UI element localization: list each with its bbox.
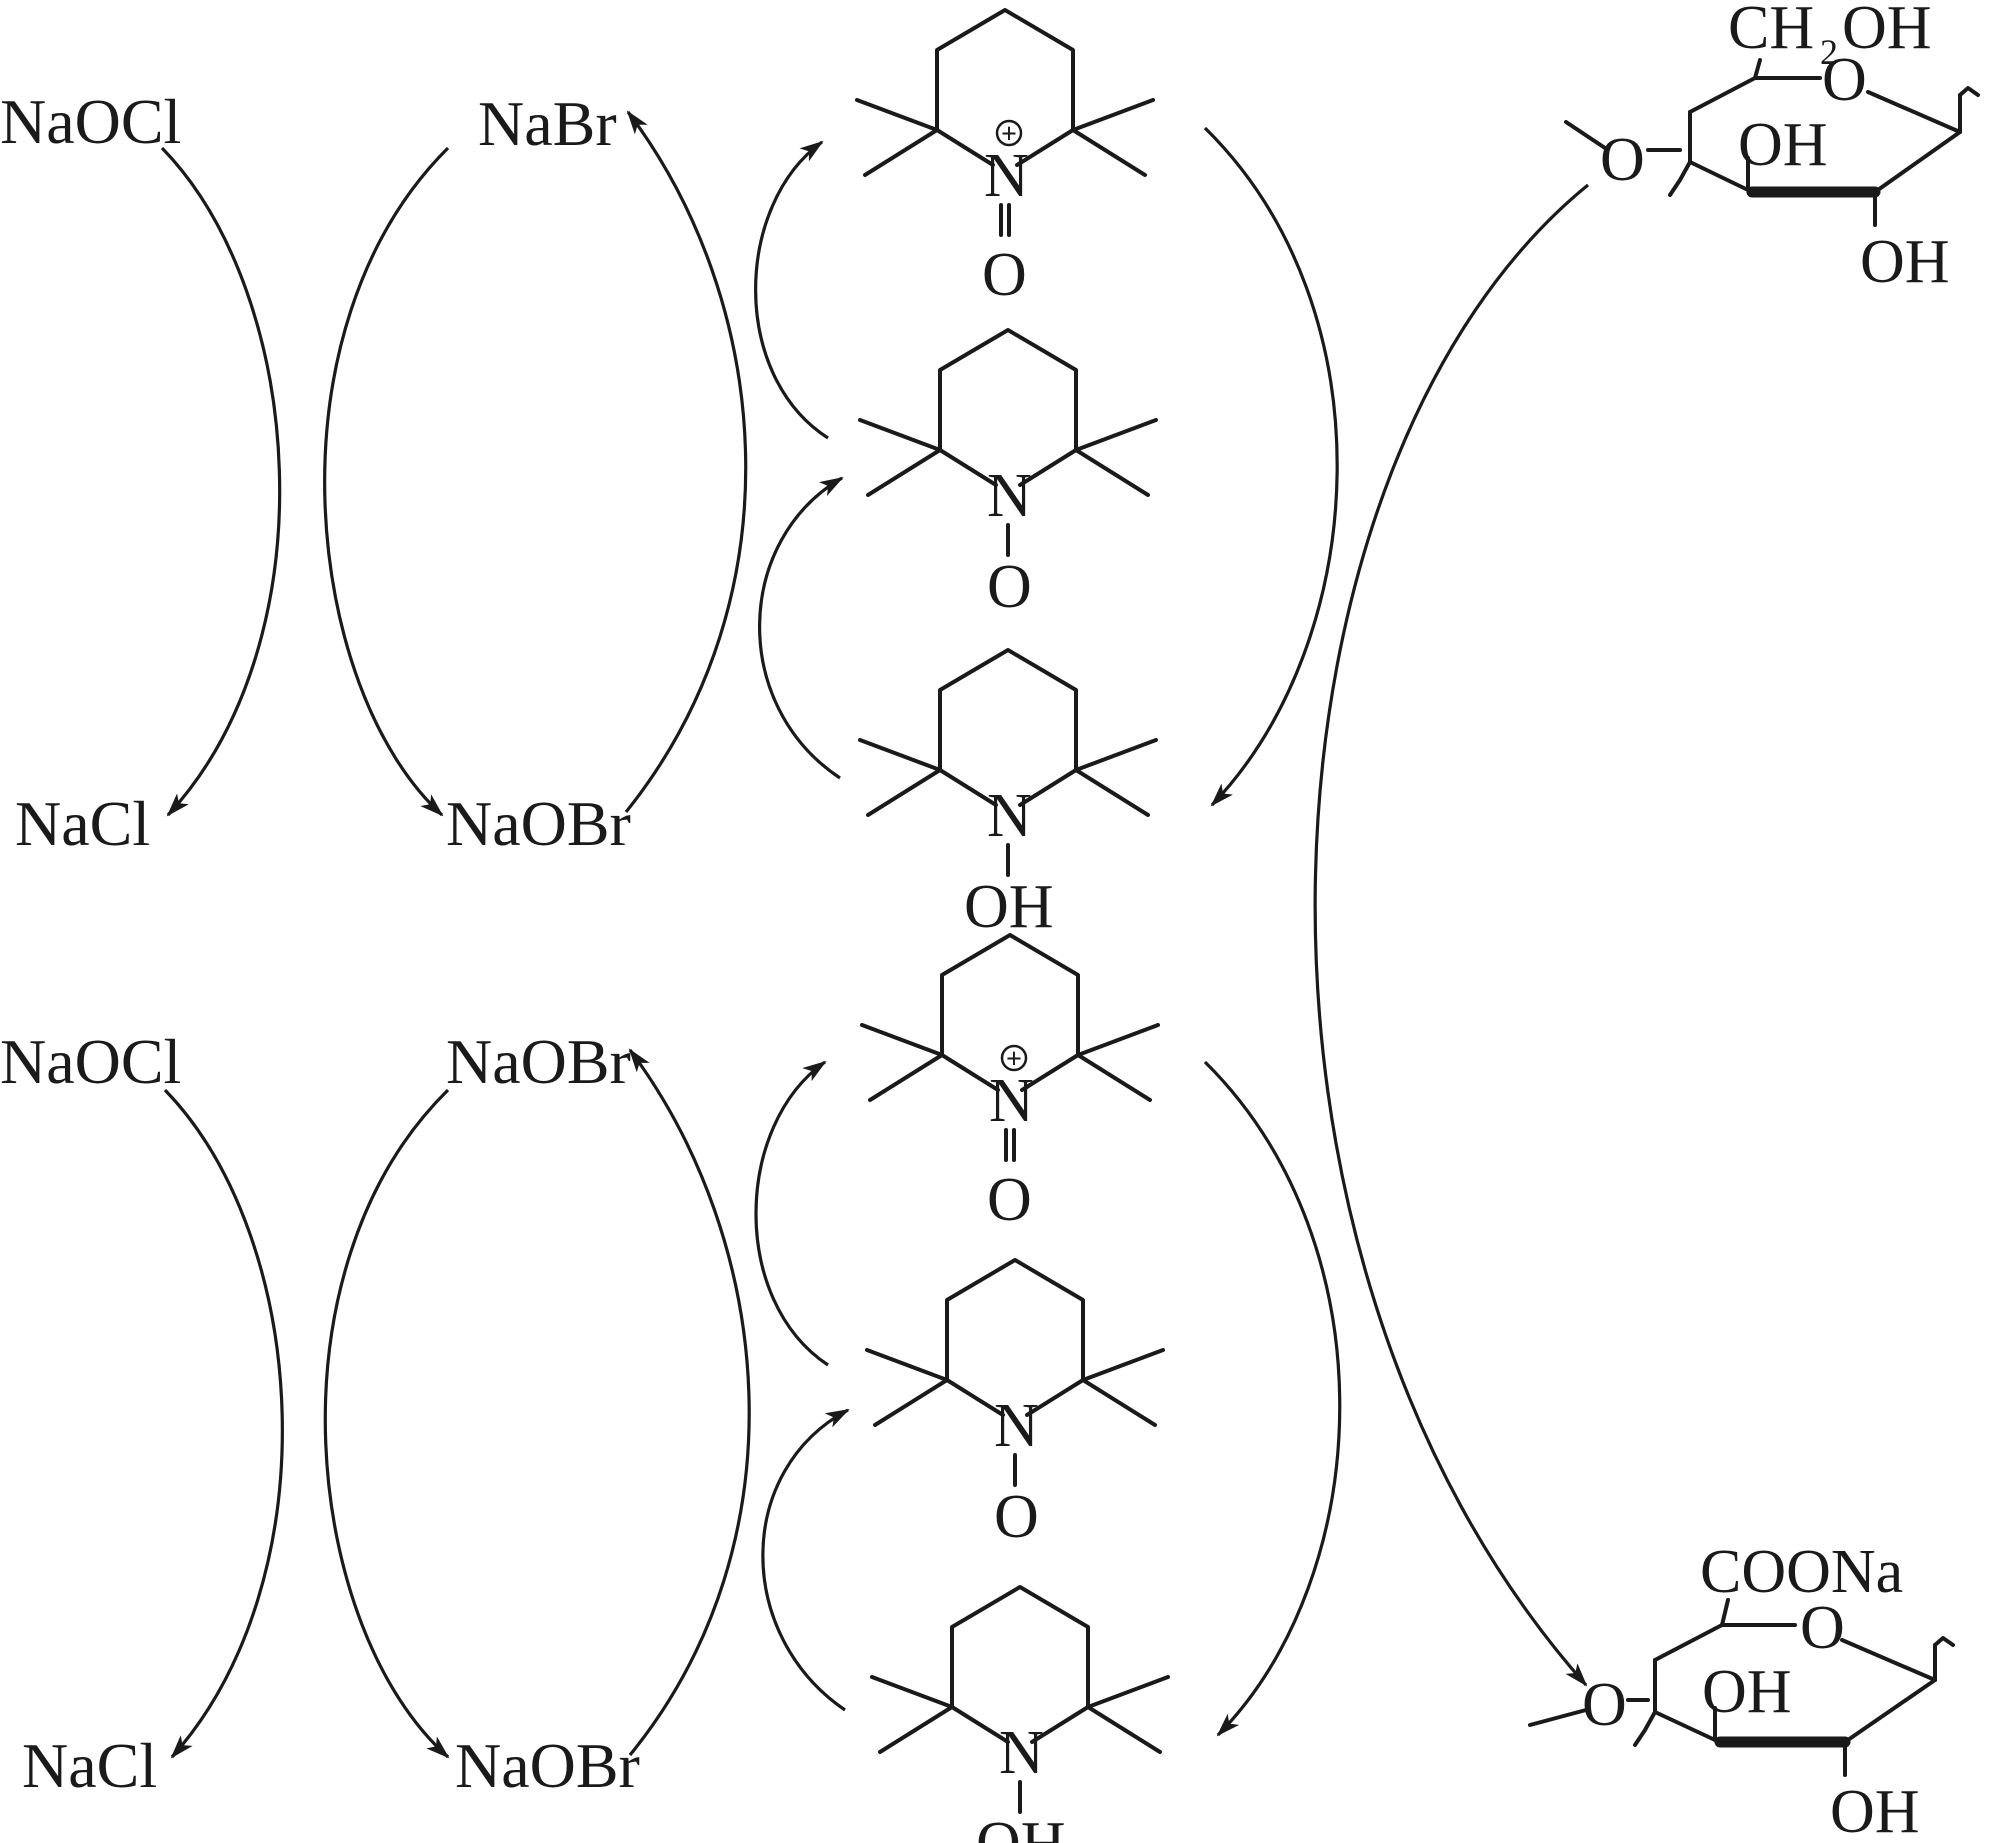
upper-nitroxyl-n: N <box>987 462 1032 530</box>
oxidized-cellulose-glycosidic-oxygen: O <box>1582 1671 1627 1739</box>
lower-oxoammonium-ion: + N O <box>860 933 1160 1234</box>
lower-lower-to-upper-hypobromite-arrow <box>628 1048 751 1757</box>
cellulose-ch2oh-oh: OH <box>1842 0 1932 62</box>
cellulose-glycosidic-oxygen: O <box>1600 126 1645 194</box>
lower-nitroxyl-radical: N O <box>865 1258 1165 1551</box>
upper-naocl-label: NaOCl <box>0 86 181 157</box>
lower-hydroxylamine-n: N <box>999 1719 1044 1787</box>
lower-upper-to-lower-hypobromite-arrow <box>323 1088 450 1759</box>
upper-nitroxyl-o: O <box>987 553 1032 621</box>
cellulose-hydroxyl-3: OH <box>1860 228 1950 296</box>
cellulose-ch2oh-ch: CH <box>1728 0 1814 62</box>
lower-cycle: NaOCl NaCl NaOBr NaOBr + N O N O N OH <box>0 933 1342 1843</box>
upper-hydroxylamine-to-nitroxyl-arrow <box>758 476 844 780</box>
upper-oxoammonium-to-hydroxylamine-arrow <box>1203 126 1339 807</box>
upper-oxoammonium-ion: + N O <box>855 8 1155 309</box>
upper-hydroxylamine-oh: OH <box>964 873 1054 941</box>
upper-chlorine-arrow <box>160 146 282 817</box>
upper-nacl-label: NaCl <box>15 788 150 859</box>
lower-naocl-label: NaOCl <box>0 1026 181 1097</box>
oxidized-cellulose-hydroxyl-3: OH <box>1830 1778 1920 1843</box>
upper-hydroxylamine-n: N <box>987 782 1032 850</box>
lower-oxoammonium-o: O <box>987 1166 1032 1234</box>
lower-nitroxyl-o: O <box>994 1483 1039 1551</box>
oxidized-cellulose-coona: COONa <box>1700 1538 1903 1606</box>
cellulose-ring-oxygen: O <box>1822 46 1867 114</box>
upper-oxoammonium-charge: + <box>1001 119 1017 150</box>
upper-bromide-to-hypobromite-arrow <box>323 146 450 817</box>
lower-nacl-label: NaCl <box>22 1730 157 1801</box>
upper-cycle: NaOCl NaCl NaBr NaOBr + N O N O N OH <box>0 8 1339 941</box>
upper-hypobromite-to-bromide-arrow <box>624 110 748 813</box>
lower-naobr-bottom-label: NaOBr <box>455 1730 640 1801</box>
lower-hydroxylamine-oh: OH <box>976 1810 1066 1843</box>
cellulose-unit: CH 2 OH O OH OH O <box>1564 0 1980 296</box>
lower-oxoammonium-to-hydroxylamine-arrow <box>1203 1060 1342 1737</box>
lower-naobr-top-label: NaOBr <box>446 1026 631 1097</box>
upper-naobr-label: NaOBr <box>446 788 631 859</box>
upper-nabr-label: NaBr <box>478 88 617 159</box>
lower-hydroxylamine-to-nitroxyl-arrow <box>761 1408 850 1712</box>
lower-nitroxyl-to-oxoammonium-arrow <box>754 1060 829 1367</box>
upper-oxoammonium-n: N <box>984 142 1029 210</box>
upper-nitroxyl-radical: N O <box>858 328 1158 621</box>
lower-oxoammonium-n: N <box>989 1067 1034 1135</box>
upper-oxoammonium-o: O <box>982 241 1027 309</box>
oxidized-cellulose-hydroxyl-2: OH <box>1702 1658 1792 1726</box>
upper-nitroxyl-to-oxoammonium-arrow <box>754 140 829 440</box>
lower-chlorine-arrow <box>163 1088 284 1759</box>
lower-hydroxylamine: N OH <box>870 1585 1170 1843</box>
cellulose-ch2oh-subscript: 2 <box>1820 32 1838 72</box>
oxidized-cellulose-unit: COONa O OH OH O <box>1528 1538 1955 1843</box>
lower-oxoammonium-charge: + <box>1006 1044 1022 1075</box>
cellulose-oxidation-arrow <box>1313 183 1590 1687</box>
oxidized-cellulose-ring-oxygen: O <box>1800 1594 1845 1662</box>
lower-nitroxyl-n: N <box>994 1392 1039 1460</box>
upper-hydroxylamine: N OH <box>858 648 1158 941</box>
cellulose-hydroxyl-2: OH <box>1738 111 1828 179</box>
